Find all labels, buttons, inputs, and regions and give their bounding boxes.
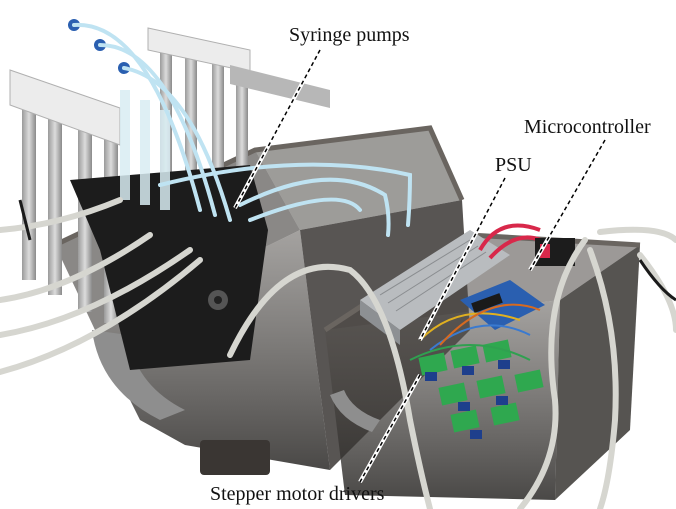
leader-lines	[233, 49, 607, 483]
tubing	[72, 22, 413, 237]
syringe-pumps-label: Syringe pumps	[289, 24, 410, 46]
stepper-motor-drivers-label: Stepper motor drivers	[210, 483, 385, 505]
gray-cables	[0, 197, 676, 509]
microcontroller-label: Microcontroller	[524, 116, 651, 138]
psu-label: PSU	[495, 154, 532, 176]
